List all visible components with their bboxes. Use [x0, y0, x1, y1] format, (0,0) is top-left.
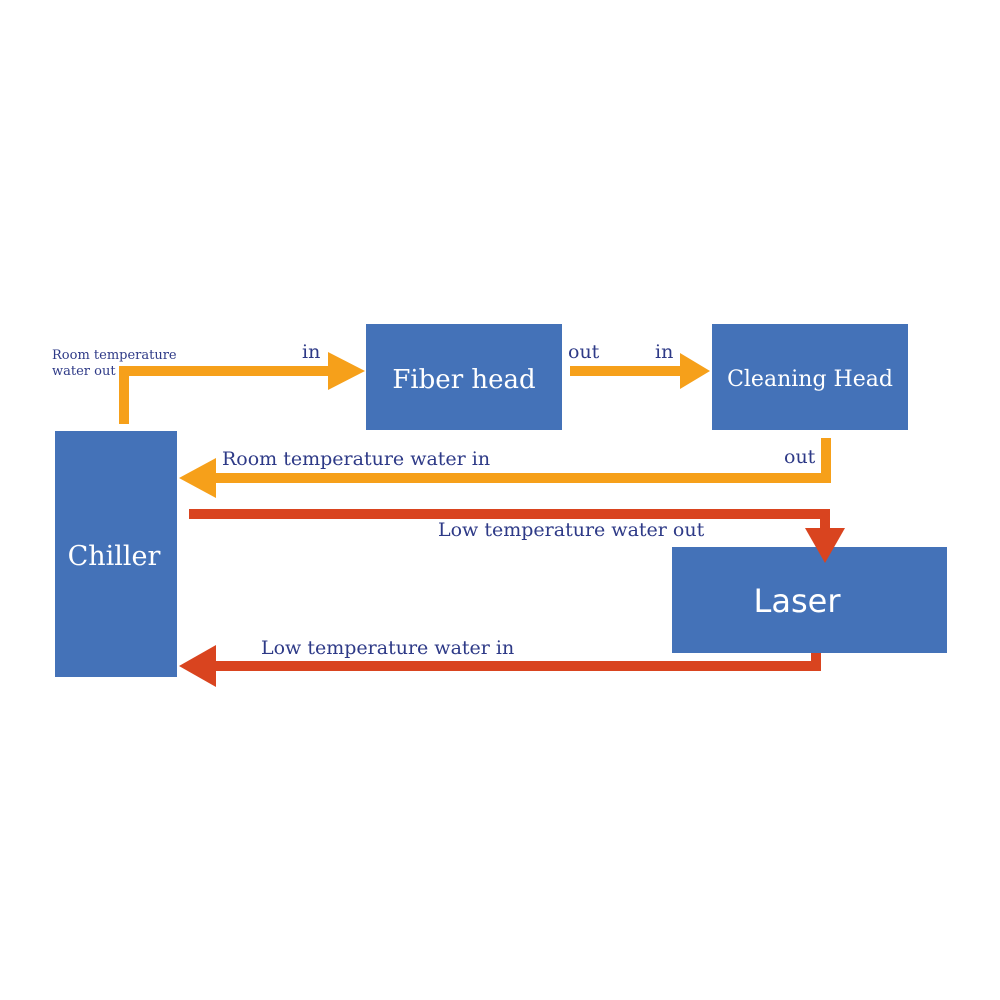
- low-temp-water-out-label: Low temperature water out: [438, 519, 705, 541]
- arrow-head: [179, 458, 216, 498]
- fiber-head-label: Fiber head: [392, 365, 535, 395]
- cleaning-head-rect: [712, 324, 908, 430]
- arrow-head: [680, 353, 710, 389]
- room-temp-water-out-label-line2: water out: [52, 364, 116, 379]
- chiller-box: Chiller: [55, 431, 177, 677]
- arrow-line: [214, 653, 821, 671]
- laser-rect: [672, 547, 947, 653]
- low-temp-water-in-label: Low temperature water in: [261, 637, 514, 659]
- cleaning-head-in-label: in: [655, 341, 673, 363]
- laser-box: Laser: [672, 547, 947, 653]
- cleaning-head-out-label: out: [784, 446, 816, 468]
- fiber-head-rect: [366, 324, 562, 430]
- chiller-rect: [55, 431, 177, 677]
- fiber-head-box: Fiber head: [366, 324, 562, 430]
- arrow-laser-to-chiller: [179, 645, 821, 687]
- chiller-label: Chiller: [68, 541, 161, 572]
- room-temp-water-in-label: Room temperature water in: [222, 448, 490, 470]
- arrow-line: [189, 509, 830, 530]
- arrow-head: [328, 352, 365, 390]
- arrow-chiller-to-fiber-head: [119, 352, 365, 424]
- room-temp-water-out-label-line1: Room temperature: [52, 348, 177, 363]
- arrow-line: [119, 366, 330, 424]
- arrow-head: [179, 645, 216, 687]
- fiber-head-out-label: out: [568, 341, 600, 363]
- arrow-fiber-to-cleaning-head: [570, 353, 710, 389]
- arrow-head: [805, 528, 845, 563]
- cleaning-head-box: Cleaning Head: [712, 324, 908, 430]
- arrow-cleaning-head-to-chiller: [179, 438, 831, 498]
- arrow-line: [214, 438, 831, 483]
- fiber-head-in-label: in: [302, 341, 320, 363]
- laser-label: Laser: [754, 582, 842, 620]
- arrow-chiller-to-laser: [189, 509, 845, 563]
- cleaning-head-label: Cleaning Head: [727, 367, 893, 392]
